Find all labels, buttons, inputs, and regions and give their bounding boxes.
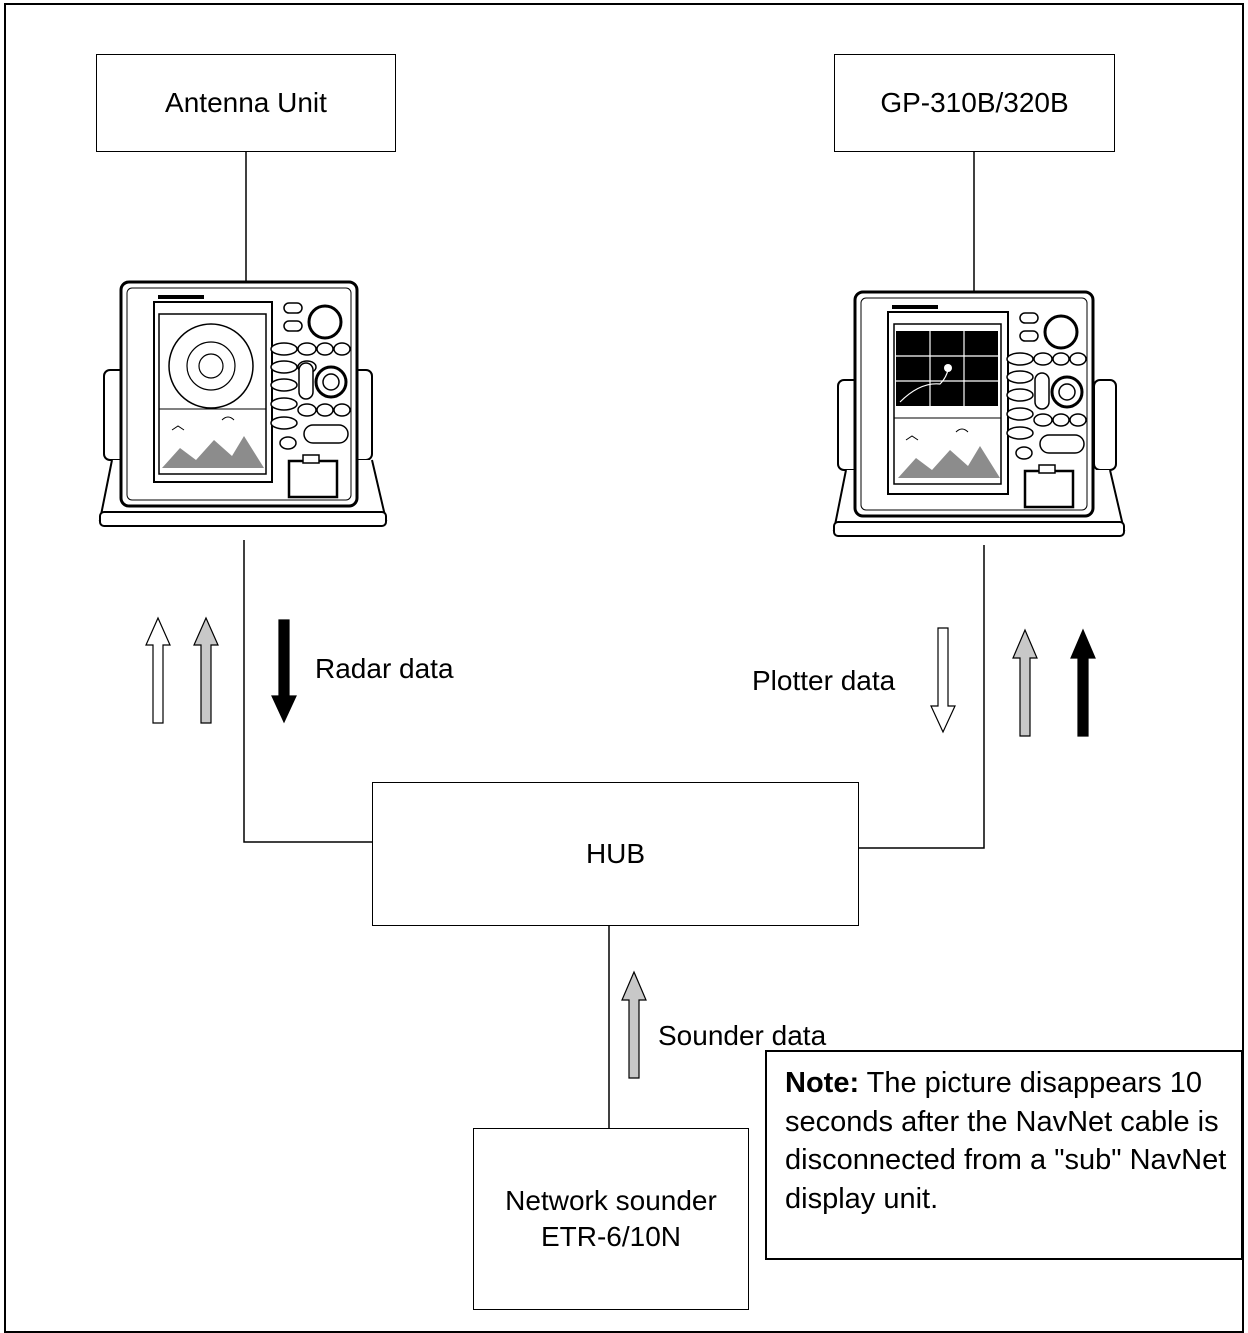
arrow-up-sounder: [621, 970, 647, 1079]
note-box: Note: The picture disappears 10 seconds …: [765, 1050, 1243, 1260]
line-display2-to-hub: [858, 545, 985, 849]
antenna-unit-label: Antenna Unit: [165, 86, 327, 118]
sounder-data-label: Sounder data: [658, 1020, 827, 1051]
plotter-display-unit-icon: [832, 290, 1126, 537]
arrow-down-radar: [271, 619, 297, 724]
arrow-up-gray-left: [193, 616, 219, 724]
network-sounder-label-line1: Network sounder: [505, 1184, 717, 1216]
radar-data-label: Radar data: [315, 653, 454, 684]
hub-box: HUB: [372, 782, 859, 926]
hub-label: HUB: [585, 837, 646, 869]
network-sounder-label-line2: ETR-6/10N: [540, 1221, 682, 1252]
arrow-up-white-left: [145, 616, 171, 724]
gps-unit-label: GP-310B/320B: [880, 86, 1069, 118]
connection-lines: [243, 152, 985, 1128]
note-text: The picture disappears 10 seconds after …: [785, 1067, 1227, 1215]
line-display1-to-hub: [243, 540, 372, 843]
network-sounder-box: Network sounder ETR-6/10N: [473, 1128, 749, 1310]
antenna-unit-box: Antenna Unit: [96, 54, 396, 152]
radar-display-unit-icon: [98, 280, 388, 527]
plotter-data-label: Plotter data: [752, 665, 896, 696]
note-heading: Note:: [785, 1067, 860, 1099]
arrow-up-gray-right: [1012, 628, 1038, 737]
gps-unit-box: GP-310B/320B: [834, 54, 1115, 152]
arrow-up-black-right: [1070, 628, 1096, 737]
arrow-down-plotter: [930, 627, 956, 734]
